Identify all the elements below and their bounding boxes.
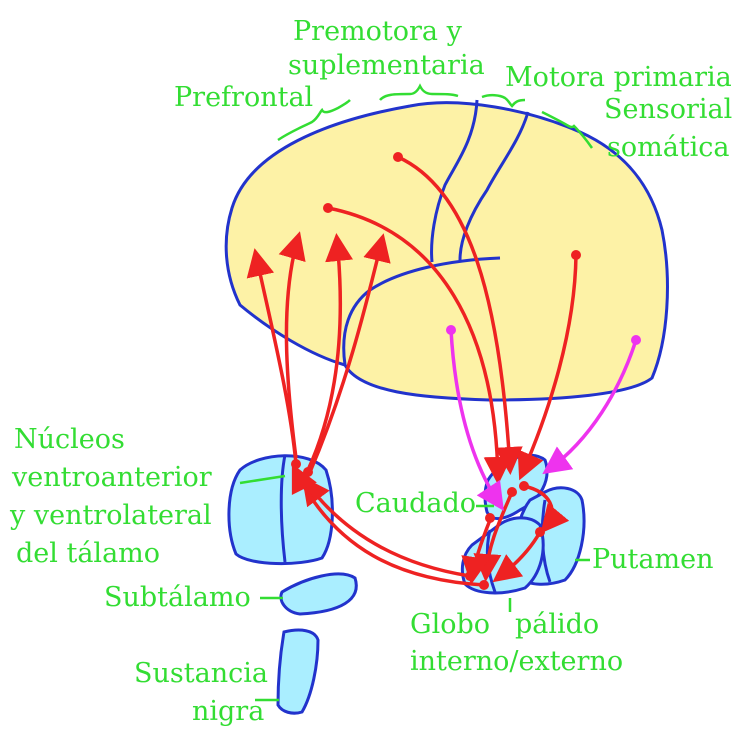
pathway-pallidus-to-thalamus-1 <box>301 476 471 578</box>
label-prefrontal: Prefrontal <box>174 82 313 113</box>
node-premotor <box>393 152 403 162</box>
cortex-outline <box>224 101 669 402</box>
label-sustancia-1: Sustancia <box>134 658 268 689</box>
pathway-motor-to-putamen <box>517 254 578 481</box>
node-caudate-2 <box>519 481 529 491</box>
label-interno-externo: interno/externo <box>410 646 623 677</box>
sensory-pathway-1 <box>449 329 504 511</box>
cerebral-cortex <box>224 99 669 402</box>
label-brackets <box>239 83 594 702</box>
pathway-thalamus-to-cortex-2 <box>278 231 306 459</box>
label-nucleos-4: del tálamo <box>16 538 160 569</box>
node-putamen <box>535 527 545 537</box>
label-subtalamo: Subtálamo <box>104 582 251 613</box>
label-premotora-1: Premotora y <box>293 16 463 47</box>
substantia-nigra <box>276 628 320 715</box>
node-caudate-3 <box>485 513 495 523</box>
label-putamen: Putamen <box>592 544 713 575</box>
globus-pallidus <box>460 516 545 595</box>
label-nucleos-3: y ventrolateral <box>9 500 212 531</box>
bracket-premotora <box>379 83 459 101</box>
labels: Premotora y suplementaria Prefrontal Mot… <box>9 16 732 727</box>
pathway-premotor-to-caudate <box>397 155 523 475</box>
node-sensory-1 <box>446 325 456 335</box>
pathway-pallidus-to-thalamus-2 <box>291 463 485 587</box>
basal-ganglia <box>460 453 586 595</box>
node-thalamus-1 <box>291 459 301 469</box>
bracket-sensorial <box>541 110 594 149</box>
node-caudate-1 <box>507 487 517 497</box>
label-nucleos-1: Núcleos <box>14 424 125 455</box>
label-nucleos-2: ventroanterior <box>11 462 212 493</box>
sulcus-line-1 <box>430 99 479 263</box>
label-premotora-2: suplementaria <box>288 50 485 81</box>
sensory-pathway-2 <box>542 339 638 475</box>
thalamus <box>227 454 334 566</box>
node-motor <box>571 250 581 260</box>
pathway-prefrontal-to-caudate <box>327 206 512 485</box>
bracket-prefrontal <box>277 99 351 142</box>
label-sustancia-2: nigra <box>192 696 264 727</box>
label-caudado: Caudado <box>355 488 476 519</box>
label-globo: Globo <box>410 609 490 640</box>
bracket-motora <box>481 93 526 108</box>
sulcus-line-2 <box>458 111 530 261</box>
sensory-pathways <box>449 329 638 511</box>
label-motora: Motora primaria <box>505 62 732 93</box>
leader-nucleos <box>239 474 286 485</box>
subthalamus <box>279 572 358 616</box>
label-sensorial-2: somática <box>607 132 730 163</box>
label-sensorial-1: Sensorial <box>604 94 732 125</box>
pathway-striatum-to-pallidus-1 <box>523 484 570 534</box>
node-pallidus-2 <box>479 580 489 590</box>
node-prefrontal <box>323 203 333 213</box>
label-palido: pálido <box>515 609 599 640</box>
pathway-nodes <box>291 152 581 590</box>
pathway-thalamus-to-cortex-4 <box>308 233 391 473</box>
thalamus-divider <box>279 454 287 563</box>
node-sensory-2 <box>631 335 641 345</box>
cortico-striatal-pathways <box>246 155 578 587</box>
node-pallidus-1 <box>465 571 475 581</box>
pathway-putamen-to-pallidus <box>492 531 542 583</box>
node-thalamus-2 <box>303 467 313 477</box>
pathway-thalamus-to-cortex-3 <box>306 233 354 471</box>
